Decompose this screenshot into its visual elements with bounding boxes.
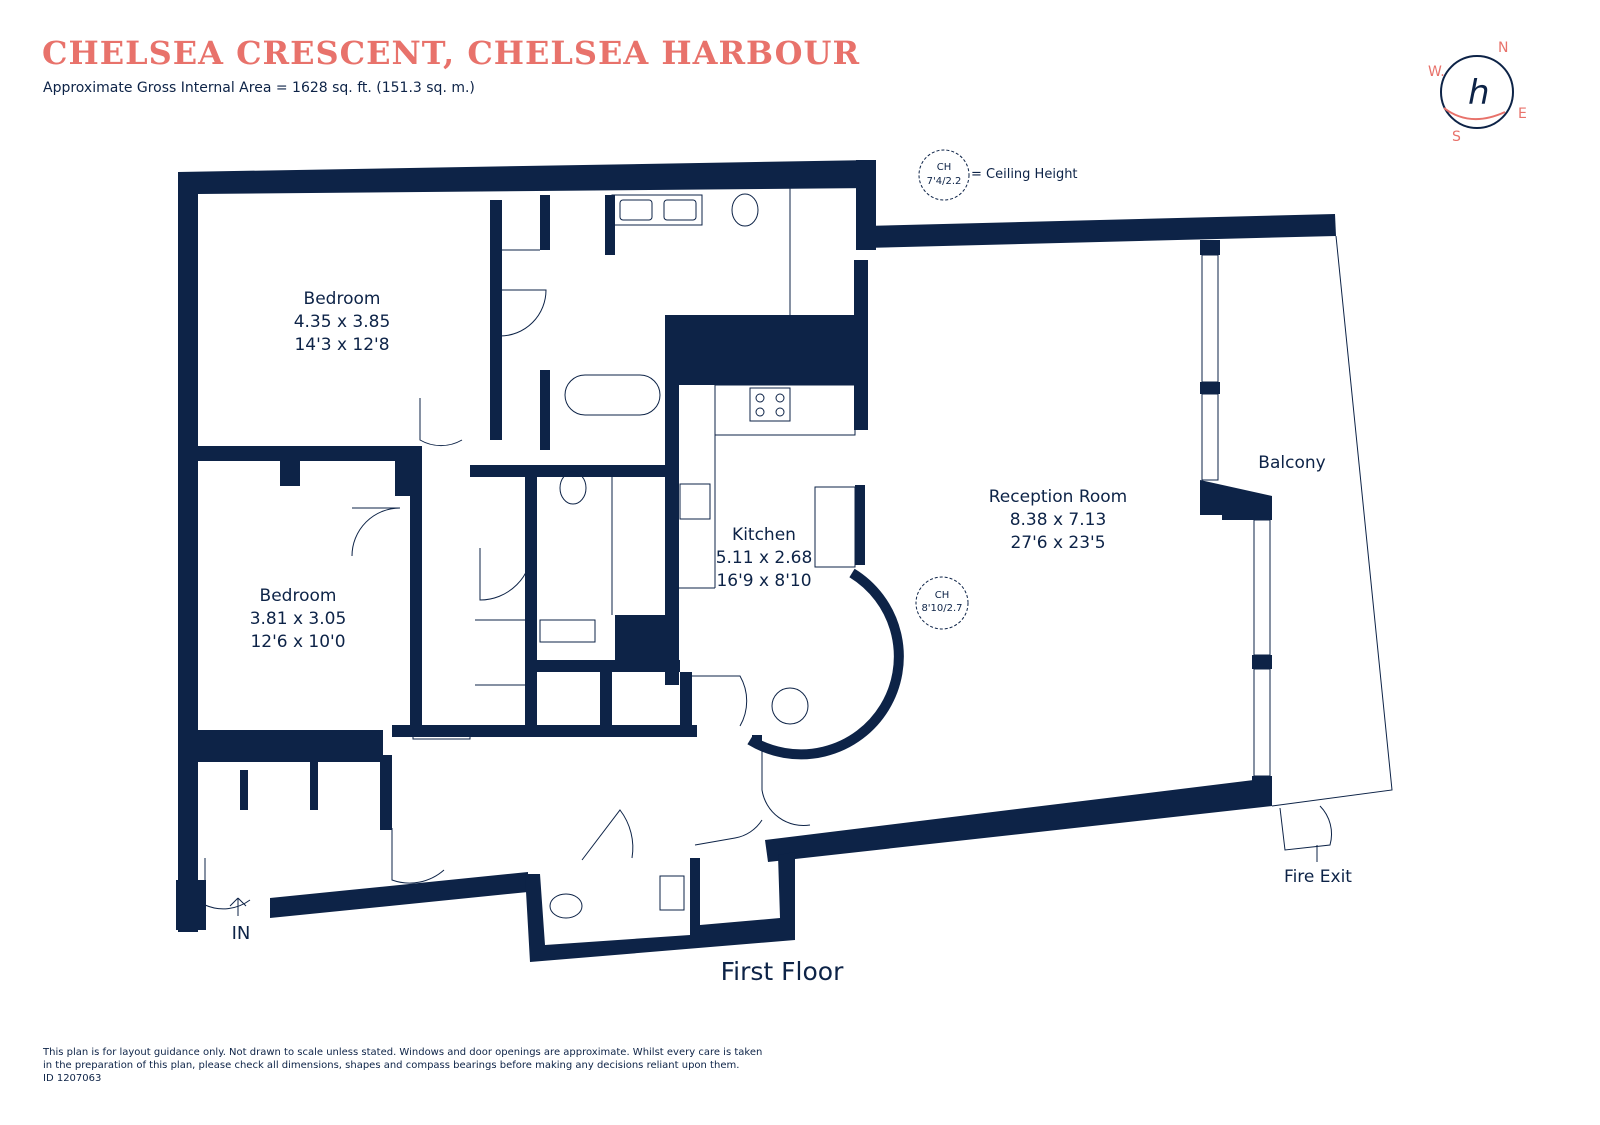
fire-exit-label: Fire Exit (1284, 867, 1352, 887)
compass-logo: h N E S W. (1428, 40, 1527, 145)
disclaimer-line-2: in the preparation of this plan, please … (43, 1060, 740, 1071)
floor-label: First Floor (721, 957, 844, 986)
reception-metric: 8.38 x 7.13 (1010, 510, 1107, 530)
compass-north: N (1498, 40, 1508, 56)
legend-ch-code: CH (937, 162, 952, 173)
compass-south: S (1452, 129, 1461, 145)
reception-ch-code: CH (935, 590, 950, 601)
entrance-label: IN (232, 923, 251, 944)
walls (176, 160, 1336, 962)
balcony-label: Balcony (1258, 453, 1325, 473)
page-title: CHELSEA CRESCENT, CHELSEA HARBOUR (42, 34, 861, 72)
disclaimer-line-1: This plan is for layout guidance only. N… (43, 1047, 763, 1058)
fixtures (204, 188, 1332, 919)
kitchen-name: Kitchen (732, 525, 796, 545)
legend-ch-value: 7'4/2.2 (927, 176, 962, 187)
compass-east: E (1518, 106, 1527, 122)
reception-name: Reception Room (989, 487, 1127, 507)
ceiling-height-legend: CH 7'4/2.2 = Ceiling Height (918, 149, 1078, 201)
disclaimer: This plan is for layout guidance only. N… (43, 1046, 843, 1085)
kitchen-imperial: 16'9 x 8'10 (716, 571, 811, 591)
bedroom-1-imperial: 14'3 x 12'8 (294, 335, 389, 355)
windows (179, 199, 1393, 883)
bedroom-2-metric: 3.81 x 3.05 (250, 609, 347, 629)
kitchen-metric: 5.11 x 2.68 (716, 548, 813, 568)
room-kitchen: Kitchen 5.11 x 2.68 16'9 x 8'10 (716, 525, 813, 591)
reception-ceiling-marker: CH 8'10/2.7 (915, 576, 969, 630)
legend-ch-label: = Ceiling Height (971, 167, 1078, 182)
logo-letter: h (1468, 73, 1490, 113)
bedroom-1-name: Bedroom (304, 289, 381, 309)
bedroom-1-metric: 4.35 x 3.85 (294, 312, 391, 332)
room-bedroom-2: Bedroom 3.81 x 3.05 12'6 x 10'0 (250, 586, 347, 652)
fire-exit-marker: Fire Exit (1284, 845, 1352, 887)
room-bedroom-1: Bedroom 4.35 x 3.85 14'3 x 12'8 (294, 289, 391, 355)
gross-area-subtitle: Approximate Gross Internal Area = 1628 s… (43, 80, 475, 96)
plan-id: ID 1207063 (43, 1073, 102, 1084)
entrance-marker: IN (229, 897, 251, 944)
reception-imperial: 27'6 x 23'5 (1010, 533, 1105, 553)
bedroom-2-name: Bedroom (260, 586, 337, 606)
compass-west: W. (1428, 64, 1445, 80)
reception-ch-value: 8'10/2.7 (921, 603, 962, 614)
room-reception: Reception Room 8.38 x 7.13 27'6 x 23'5 (989, 487, 1127, 553)
bedroom-2-imperial: 12'6 x 10'0 (250, 632, 345, 652)
